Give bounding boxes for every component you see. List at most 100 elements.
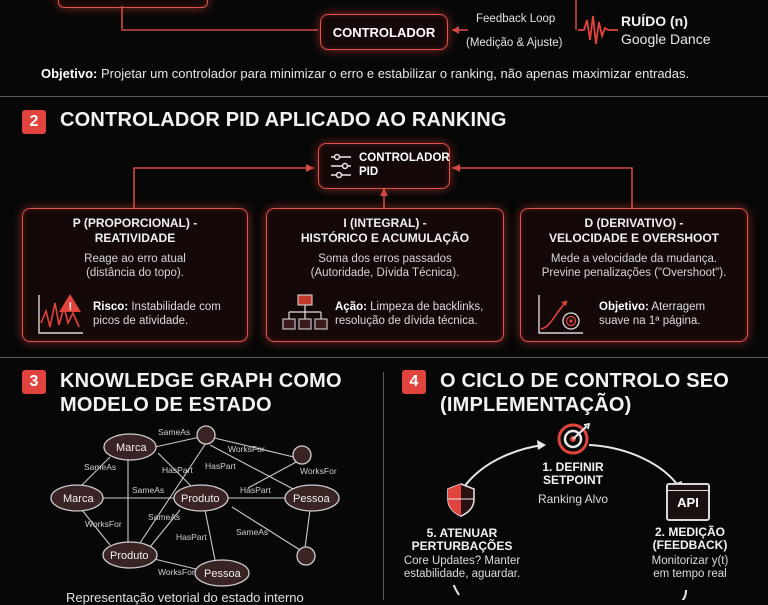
step1-sub: Ranking Alvo <box>537 492 609 506</box>
kg-node-marca-left <box>50 484 104 512</box>
card-i-title-l2: HISTÓRICO E ACUMULAÇÃO <box>300 231 470 245</box>
kg-node-pessoa-bottom <box>194 559 250 587</box>
svg-text:!: ! <box>69 301 73 313</box>
section-3-title: KNOWLEDGE GRAPH COMO MODELO DE ESTADO <box>60 369 342 417</box>
section-3-number: 3 <box>22 370 46 394</box>
kg-edge-label: SameAs <box>158 427 190 437</box>
kg-edge <box>139 436 211 544</box>
step2-sub-l1: Monitorizar y(t) <box>651 555 729 567</box>
divider-1 <box>0 96 768 97</box>
pid-connectors <box>133 164 633 210</box>
card-i-desc-l1: Soma dos erros passados <box>318 253 452 265</box>
step2-l2: (FEEDBACK) <box>652 538 728 552</box>
shield-icon <box>447 483 475 517</box>
card-i-note-label: Ação: <box>335 301 367 313</box>
card-d-note-l2: suave na 1ª página. <box>599 315 701 327</box>
card-i-note-l1: Limpeza de backlinks, <box>366 301 484 313</box>
card-d-note-l1: Aterragem <box>648 301 706 313</box>
kg-node-empty <box>196 425 216 445</box>
kg-node-empty <box>296 546 316 566</box>
kg-node-produto-center <box>173 484 229 512</box>
target-icon <box>557 422 590 455</box>
section-4-title: O CICLO DE CONTROLO SEO (IMPLEMENTAÇÃO) <box>440 369 729 417</box>
step5-label: 5. ATENUAR PERTURBAÇÕES <box>402 527 522 553</box>
card-d-desc-l2: Previne penalizações ("Overshoot"). <box>541 267 727 279</box>
kg-node-pessoa-right <box>284 484 340 512</box>
graph-caption: Representação vetorial do estado interno <box>66 590 304 605</box>
step2-label: 2. MEDIÇÃO (FEEDBACK) <box>640 526 740 552</box>
card-d-title-l2: VELOCIDADE E OVERSHOOT <box>548 231 720 245</box>
card-i-note-l2: resolução de dívida técnica. <box>335 315 478 327</box>
card-p-note-l2: picos de atividade. <box>93 315 189 327</box>
card-p-note-l1: Instabilidade com <box>128 301 221 313</box>
kg-edge <box>149 509 181 548</box>
card-p-note-label: Risco: <box>93 301 129 313</box>
kg-node-marca-top <box>103 433 157 461</box>
controller-label: CONTROLADOR <box>332 24 436 40</box>
kg-edge-label: HasPart <box>205 461 236 471</box>
section-4-title-l2: (IMPLEMENTAÇÃO) <box>440 394 632 416</box>
noise-title: RUÍDO (n) <box>621 13 688 29</box>
vertical-divider <box>383 372 384 600</box>
kg-edge <box>81 456 111 486</box>
arrow-left-icon <box>452 26 459 34</box>
target-curve-icon <box>538 295 583 334</box>
kg-edge-label: HasPart <box>176 532 207 542</box>
controller-box: CONTROLADOR <box>320 14 448 50</box>
kg-edge-label: SameAs <box>236 527 268 537</box>
kg-edge-label: SameAs <box>84 462 116 472</box>
feedback-sublabel: (Medição & Ajuste) <box>466 37 563 49</box>
kg-node-label: Produto <box>110 550 149 562</box>
kg-node-label: Marca <box>63 493 94 505</box>
step5-sub-l1: Core Updates? Manter <box>403 555 521 567</box>
step5-l1: 5. ATENUAR <box>426 526 498 540</box>
kg-edge <box>209 436 299 459</box>
step2-l1: 2. MEDIÇÃO <box>654 525 725 539</box>
card-p-title-l2: REATIVIDADE <box>94 231 176 245</box>
api-icon: API <box>666 483 710 521</box>
spike-chart-icon: ! <box>38 294 83 334</box>
kg-edge-label: SameAs <box>148 512 180 522</box>
step5-sub: Core Updates? Manter estabilidade, aguar… <box>392 555 532 581</box>
pid-box-line2: PID <box>359 166 379 178</box>
section-2-number: 2 <box>22 110 46 134</box>
section-3-title-l1: KNOWLEDGE GRAPH COMO <box>60 370 342 392</box>
card-derivative: D (DERIVATIVO) - VELOCIDADE E OVERSHOOT … <box>520 208 748 342</box>
kg-edge-label: WorksFor <box>85 519 122 529</box>
step5-sub-l2: estabilidade, aguardar. <box>403 568 521 580</box>
kg-edge <box>154 436 201 448</box>
kg-edge <box>149 557 201 571</box>
kg-node-produto-bottom <box>102 541 158 569</box>
kg-node-label: Pessoa <box>293 493 331 505</box>
divider-2 <box>0 357 768 358</box>
card-i-desc-l2: (Autoridade, Dívida Técnica). <box>310 267 460 279</box>
step2-sub-l2: em tempo real <box>653 568 727 580</box>
top-connectors <box>121 0 577 34</box>
kg-edge-label: WorksFor <box>158 567 195 577</box>
card-p-desc-l1: Reage ao erro atual <box>84 253 186 265</box>
objective-line: Objetivo: Projetar um controlador para m… <box>41 66 689 81</box>
kg-edge <box>209 444 296 491</box>
api-icon-text: API <box>677 495 699 510</box>
card-integral: I (INTEGRAL) - HISTÓRICO E ACUMULAÇÃO So… <box>266 208 504 342</box>
kg-edge-label: WorksFor <box>300 466 337 476</box>
section-3-title-l2: MODELO DE ESTADO <box>60 394 272 416</box>
kg-edge <box>247 459 301 489</box>
kg-edge-label: HasPart <box>240 485 271 495</box>
kg-edge <box>81 509 111 546</box>
kg-node-empty <box>292 445 312 465</box>
noise-wave-icon <box>578 15 618 45</box>
pid-controller-box: CONTROLADOR PID <box>318 143 450 189</box>
step2-sub: Monitorizar y(t) em tempo real <box>640 555 740 581</box>
step5-l2: PERTURBAÇÕES <box>411 539 513 553</box>
card-proportional: P (PROPORCIONAL) - REATIVIDADE Reage ao … <box>22 208 248 342</box>
kg-node-label: Marca <box>116 442 147 454</box>
sliders-icon <box>331 153 351 179</box>
kg-node-label: Pessoa <box>204 568 242 580</box>
kg-edge-label: HasPart <box>162 465 193 475</box>
card-p-desc-l2: (distância do topo). <box>86 267 184 279</box>
card-d-note-label: Objetivo: <box>599 301 649 313</box>
kg-edge-label: SameAs <box>132 485 164 495</box>
kg-edge <box>231 506 301 551</box>
objective-label: Objetivo: <box>41 66 98 81</box>
